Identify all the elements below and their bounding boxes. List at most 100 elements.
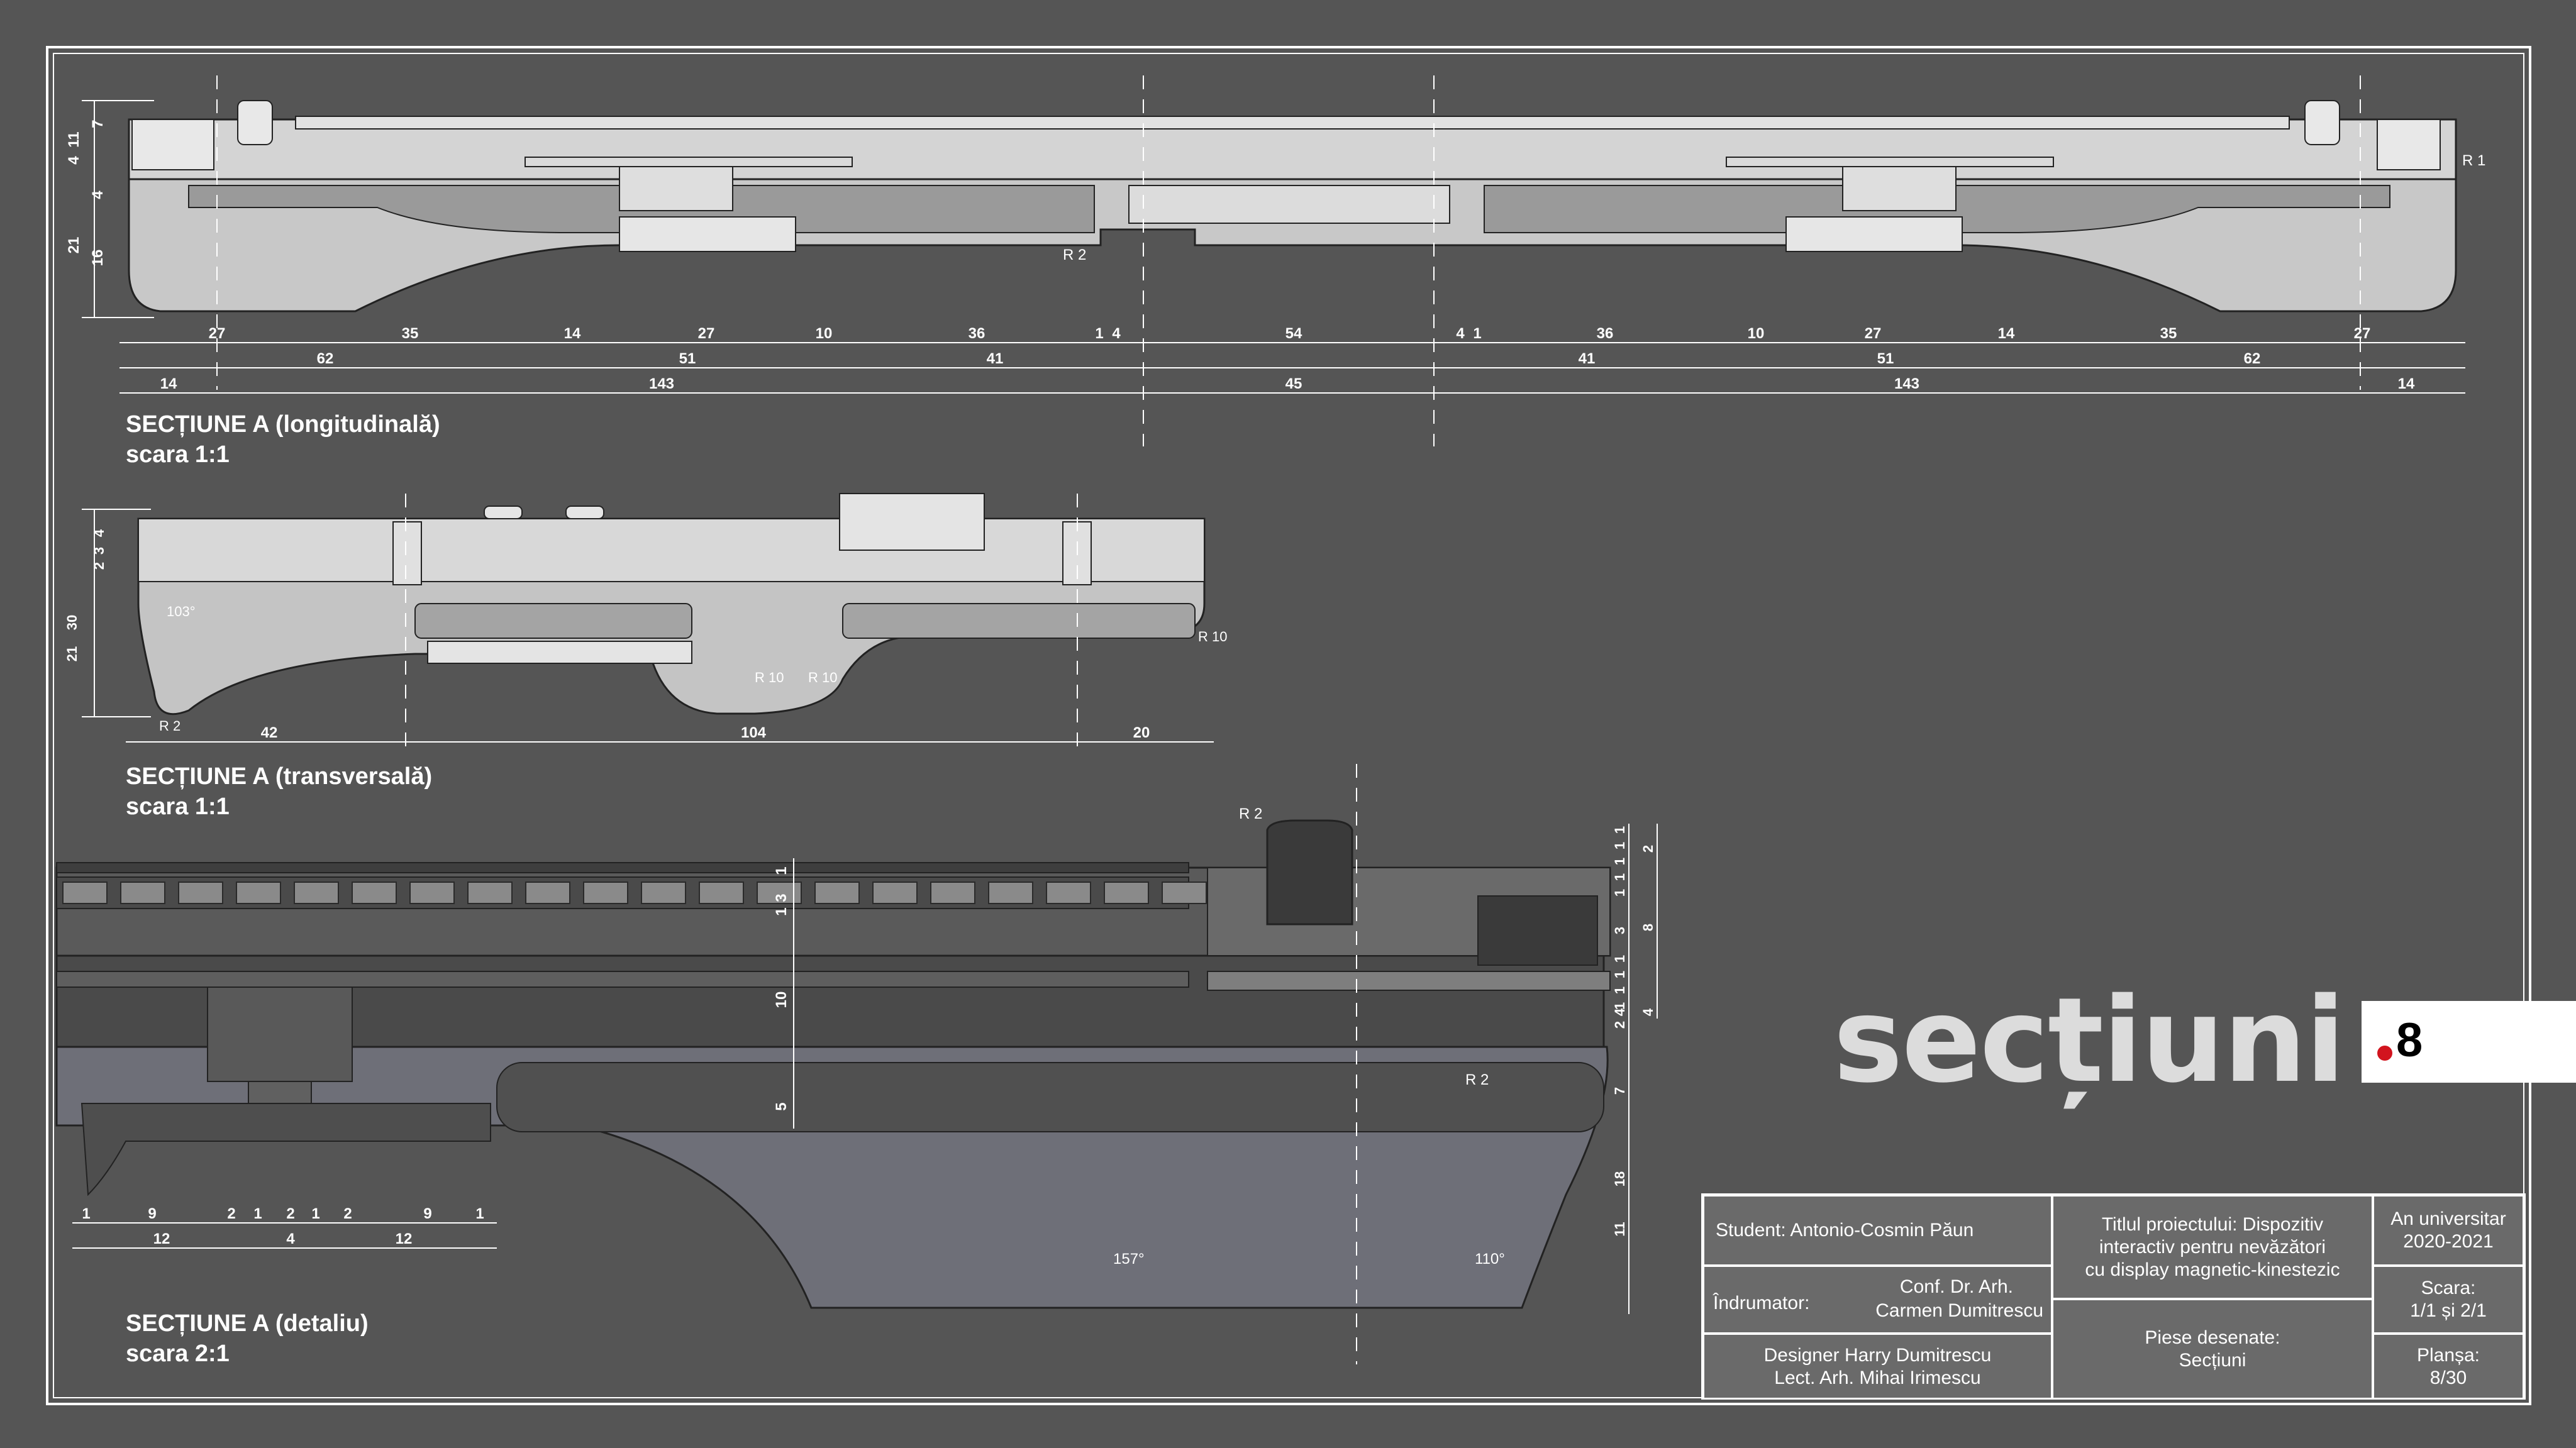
trans-dim-v-4: 21 — [64, 646, 80, 661]
detail-key-cell — [1046, 882, 1091, 904]
detail-dim-r1-6: 2 — [343, 1205, 352, 1222]
detail-dim-cv-2: 1 — [773, 907, 790, 915]
detail-dim-r2-0: 12 — [153, 1230, 170, 1247]
transverse-dimension-lines — [82, 509, 1214, 743]
long-dim-r2-4: 51 — [1877, 350, 1894, 367]
long-dim-r1-6: 1 — [1095, 325, 1103, 342]
longitudinal-section — [128, 100, 2457, 312]
tb-sheet-line2: 8/30 — [2429, 1367, 2467, 1388]
detail-key-cell — [930, 882, 975, 904]
detail-key-cell — [641, 882, 686, 904]
long-dim-r1-3: 27 — [698, 325, 715, 342]
section3-title: SECȚIUNE A (detaliu) — [126, 1310, 369, 1337]
tb-student: Student: Antonio-Cosmin Păun — [1716, 1220, 1974, 1241]
section1-title: SECȚIUNE A (longitudinală) — [126, 411, 440, 438]
long-dim-v-4: 21 — [65, 237, 82, 254]
detail-dim-ri-10: 4 — [1612, 1008, 1628, 1016]
detail-note-angle-157: 157° — [1113, 1251, 1145, 1268]
tb-scale-cell: Scara: 1/1 și 2/1 — [2373, 1266, 2524, 1334]
tb-coordinator-label: Îndrumator: — [1713, 1293, 1810, 1313]
detail-key-cell — [120, 882, 165, 904]
detail-dim-ri-3: 1 — [1612, 873, 1628, 881]
detail-key-cell — [294, 882, 339, 904]
long-dim-r1-7: 4 — [1112, 325, 1121, 342]
long-dim-r1-15: 35 — [2160, 325, 2177, 342]
detail-dim-cv-3: 10 — [773, 992, 790, 1009]
detail-dim-ri-5: 3 — [1612, 927, 1628, 934]
long-dim-r1-0: 27 — [209, 325, 226, 342]
detail-row2-labels: 12 4 12 — [153, 1230, 413, 1247]
detail-key-cell — [814, 882, 860, 904]
trans-dim-v-1: 3 — [91, 547, 107, 555]
long-dim-r1-8: 54 — [1285, 325, 1302, 342]
accent-dot — [2377, 1046, 2392, 1061]
tb-year-cell: An universitar 2020-2021 — [2373, 1195, 2524, 1266]
detail-dimension-lines — [72, 824, 1658, 1314]
long-dim-r1-5: 36 — [969, 325, 985, 342]
detail-dim-ri-14: 11 — [1612, 1222, 1628, 1236]
trans-dim-v-3: 30 — [64, 615, 80, 630]
detail-key-cell — [699, 882, 744, 904]
long-dim-v-0: 11 — [65, 131, 82, 147]
trans-note-r10b: R 10 — [808, 670, 837, 685]
sheet-badge-panel — [2362, 1001, 2576, 1083]
long-note-r2: R 2 — [1063, 246, 1086, 263]
detail-dim-r2-1: 4 — [286, 1230, 295, 1247]
detail-dim-r1-2: 2 — [227, 1205, 235, 1222]
tb-scale-line1: Scara: — [2421, 1278, 2476, 1298]
inner-frame — [53, 53, 2524, 1398]
trans-dim-1: 104 — [741, 724, 767, 741]
detail-dim-r1-8: 1 — [475, 1205, 484, 1222]
long-dim-r3-1: 143 — [649, 375, 674, 392]
tb-coordinator-cell: Îndrumator: Conf. Dr. Arh. Carmen Dumitr… — [1703, 1266, 2052, 1334]
detail-dim-r2-2: 12 — [396, 1230, 413, 1247]
detail-dim-ri-11: 2 — [1612, 1021, 1628, 1029]
detail-dim-ri-4: 1 — [1612, 889, 1628, 897]
detail-dim-ro-2: 4 — [1640, 1008, 1656, 1016]
detail-dim-ri-13: 18 — [1612, 1171, 1628, 1186]
detail-note-angle-110: 110° — [1475, 1251, 1505, 1268]
detail-dim-r1-7: 9 — [423, 1205, 431, 1222]
detail-key-cell — [178, 882, 223, 904]
detail-dim-ri-6: 1 — [1612, 955, 1628, 963]
long-dim-r1-10: 1 — [1473, 325, 1481, 342]
long-dim-r1-2: 14 — [564, 325, 581, 342]
long-dim-r3-3: 143 — [1894, 375, 1919, 392]
long-dim-r1-13: 27 — [1865, 325, 1882, 342]
title-block: Student: Antonio-Cosmin Păun Îndrumator:… — [1701, 1193, 2526, 1400]
longitudinal-centerlines — [216, 75, 2361, 446]
long-dim-r1-11: 36 — [1597, 325, 1614, 342]
tb-coordinator-line1: Conf. Dr. Arh. — [1899, 1276, 2013, 1297]
trans-dim-0: 42 — [261, 724, 278, 741]
tb-project-line2: interactiv pentru nevăzători — [2099, 1236, 2326, 1257]
detail-dim-r1-4: 2 — [286, 1205, 294, 1222]
detail-right-outer-labels: 284 — [1640, 845, 1656, 1016]
detail-dim-ri-8: 1 — [1612, 987, 1628, 994]
detail-dim-r1-5: 1 — [311, 1205, 319, 1222]
longitudinal-dimension-lines — [82, 100, 2465, 394]
detail-note-r2-top: R 2 — [1239, 805, 1262, 822]
detail-key-cell — [1104, 882, 1149, 904]
detail-dim-ri-9: 1 — [1612, 1002, 1628, 1010]
long-dim-r1-12: 10 — [1748, 325, 1765, 342]
transverse-section — [137, 493, 1206, 716]
long-dim-r1-14: 14 — [1998, 325, 2015, 342]
tb-pieces-line2: Secțiuni — [2179, 1350, 2246, 1371]
detail-dim-cv-0: 1 — [773, 866, 790, 875]
long-dim-r1-16: 27 — [2354, 325, 2371, 342]
long-dim-v-3: 4 — [89, 191, 106, 199]
tb-project-line3: cu display magnetic-kinestezic — [2085, 1259, 2340, 1280]
long-dim-r2-2: 41 — [987, 350, 1004, 367]
detail-dim-cv-1: 3 — [773, 893, 790, 902]
tb-student-cell: Student: Antonio-Cosmin Păun — [1703, 1195, 2052, 1266]
section2-scale: scara 1:1 — [126, 793, 230, 820]
tb-sheet-line1: Planșa: — [2416, 1344, 2480, 1366]
detail-dim-ri-12: 7 — [1612, 1087, 1628, 1095]
